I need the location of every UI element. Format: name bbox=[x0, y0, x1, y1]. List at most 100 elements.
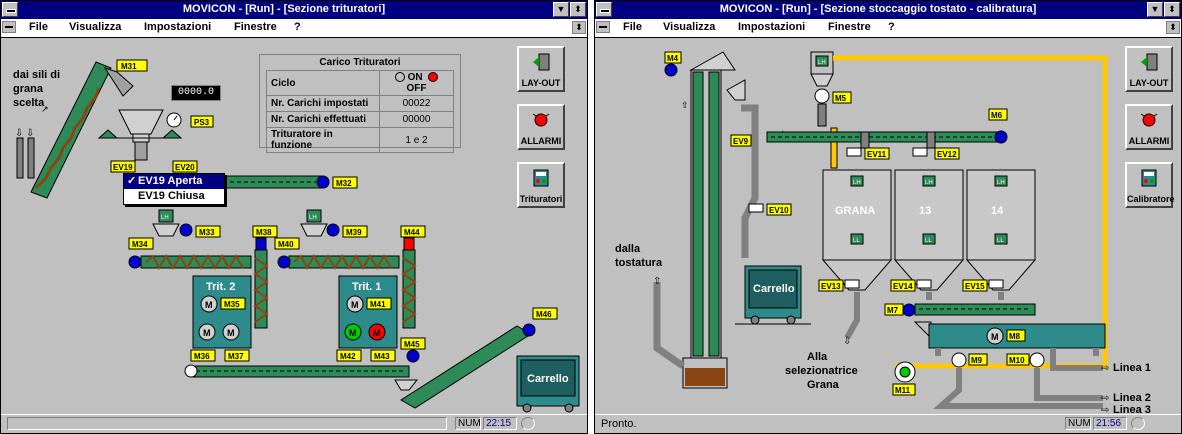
system-menu-button[interactable] bbox=[596, 2, 612, 17]
radio-on-icon[interactable] bbox=[394, 72, 405, 83]
calibratore-button-label: Calibratore bbox=[1127, 194, 1175, 204]
maximize-button[interactable]: ⬍ bbox=[570, 2, 586, 17]
cart-wheel-right bbox=[564, 403, 574, 413]
layout-button[interactable]: LAY-OUT bbox=[1125, 46, 1173, 92]
allarmi-button[interactable]: ALLARMI bbox=[1125, 104, 1173, 150]
status-message-cell bbox=[7, 417, 447, 430]
tag-ps3-label: PS3 bbox=[194, 118, 210, 127]
tag-m31-label: M31 bbox=[121, 62, 137, 71]
yellow-drop-pipe bbox=[830, 127, 838, 169]
motor-m6-icon bbox=[994, 130, 1008, 144]
motor-m4-icon bbox=[664, 63, 678, 77]
rotary-valve-m5-icon bbox=[814, 88, 830, 104]
output-pipe-linea2 bbox=[1034, 368, 1103, 401]
feed-pipe-b bbox=[27, 137, 35, 179]
menu-help[interactable]: ? bbox=[888, 21, 895, 33]
door-exit-icon bbox=[533, 53, 550, 71]
silo1-ll-label: LL bbox=[853, 238, 860, 244]
layout-button[interactable]: LAY-OUT bbox=[517, 46, 565, 92]
window-title: MOVICON - [Run] - [Sezione stoccaggio to… bbox=[719, 3, 1037, 15]
radio-off-icon[interactable] bbox=[428, 72, 439, 83]
minimize-button[interactable]: ▼ bbox=[1147, 2, 1163, 17]
panel-value-trituratore: 1 e 2 bbox=[378, 127, 455, 153]
machine-panel-icon bbox=[533, 169, 549, 187]
menu-finestre[interactable]: Finestre bbox=[234, 21, 277, 33]
small-arrow-icon: ↗ bbox=[41, 104, 49, 114]
calibrator-motor-icon bbox=[986, 327, 1004, 345]
inlet-arrow-icon: ⇧ bbox=[653, 276, 661, 287]
maximize-button[interactable]: ⬍ bbox=[1164, 2, 1180, 17]
document-restore-button[interactable]: ⬍ bbox=[1166, 21, 1180, 34]
silo2-ll-label: LL bbox=[925, 238, 932, 244]
down-arrow-icon: ⇩ bbox=[843, 336, 851, 347]
tag-m44 bbox=[400, 225, 426, 238]
cart-label: Carrello bbox=[527, 373, 569, 385]
system-menu-button[interactable] bbox=[2, 2, 18, 17]
allarmi-button[interactable]: ALLARMI bbox=[517, 104, 565, 150]
tag-ev13 bbox=[818, 279, 844, 292]
tag-m42 bbox=[336, 349, 362, 362]
from-label-line1: dalla bbox=[615, 243, 641, 255]
linea2-label: Linea 2 bbox=[1113, 392, 1151, 404]
document-system-menu-button[interactable] bbox=[2, 21, 16, 33]
trit1-label: Trit. 1 bbox=[352, 281, 381, 293]
tag-ps3 bbox=[190, 115, 214, 128]
trit1-motor-fault-icon bbox=[368, 323, 386, 341]
tag-ev19[interactable] bbox=[110, 160, 136, 173]
lcd-display-container: 0000.0 bbox=[171, 85, 221, 101]
tag-m42-label: M42 bbox=[340, 352, 356, 361]
menu-visualizza[interactable]: Visualizza bbox=[663, 21, 716, 33]
minimize-button[interactable]: ▼ bbox=[553, 2, 569, 17]
motor-m34-icon bbox=[128, 255, 142, 269]
silo2-lh-label: LH bbox=[925, 180, 933, 186]
menu-file[interactable]: File bbox=[29, 21, 48, 33]
silo-14 bbox=[965, 169, 1037, 291]
tag-m31 bbox=[116, 59, 148, 72]
document-system-menu-button[interactable] bbox=[596, 21, 610, 33]
tag-ev13-label: EV13 bbox=[821, 282, 841, 291]
trit2-motor-m35-letter: M bbox=[205, 300, 213, 310]
motor-m46-icon bbox=[522, 323, 536, 337]
tag-m38-label: M38 bbox=[256, 228, 272, 237]
trit2-feed-hopper bbox=[152, 223, 180, 237]
menu-file[interactable]: File bbox=[623, 21, 642, 33]
from-label-line2: tostatura bbox=[615, 257, 663, 269]
level-sensor-lh-1 bbox=[306, 209, 322, 223]
cart-body bbox=[520, 359, 576, 397]
menu-item-ev19-chiusa[interactable]: EV19 Chiusa bbox=[124, 189, 224, 204]
bucket-elevator-m4 bbox=[689, 51, 736, 359]
menu-item-ev19-aperta[interactable]: ✓ EV19 Aperta bbox=[124, 174, 224, 189]
inclined-screw-conveyor-m31 bbox=[30, 61, 134, 199]
chute-pipe-ev9 bbox=[741, 104, 759, 258]
document-restore-button[interactable]: ⬍ bbox=[572, 21, 586, 34]
tag-m45-label: M45 bbox=[404, 340, 420, 349]
ev19-popup-menu: ✓ EV19 Aperta EV19 Chiusa bbox=[123, 173, 225, 205]
tag-m41-label: M41 bbox=[370, 300, 386, 309]
stoccaggio-diagram: M4 ⇧ dalla tostatura ⇧ EV9 EV10 Carrello bbox=[615, 51, 1151, 415]
trituratori-button[interactable]: Trituratori bbox=[517, 162, 565, 208]
menu-impostazioni[interactable]: Impostazioni bbox=[144, 21, 212, 33]
tag-ev11 bbox=[864, 147, 890, 160]
valve-ev13-icon bbox=[844, 279, 860, 289]
tag-m6-label: M6 bbox=[991, 111, 1003, 120]
plant-diagram-area: M4 ⇧ dalla tostatura ⇧ EV9 EV10 Carrello bbox=[595, 38, 1181, 415]
menu-visualizza[interactable]: Visualizza bbox=[69, 21, 122, 33]
feed-label-line1: dai sili di bbox=[13, 69, 60, 81]
window-title: MOVICON - [Run] - [Sezione trituratori] bbox=[182, 3, 386, 15]
tag-ev10 bbox=[766, 203, 792, 216]
valve-ev15-icon bbox=[988, 279, 1004, 289]
screw-thread bbox=[145, 254, 244, 271]
tag-m35 bbox=[220, 297, 246, 310]
tag-m7-label: M7 bbox=[887, 306, 899, 315]
calibratore-button[interactable]: Calibratore bbox=[1125, 162, 1175, 208]
menu-impostazioni[interactable]: Impostazioni bbox=[738, 21, 806, 33]
trit1-motor-running-icon bbox=[344, 323, 362, 341]
status-bar: NUM 22:15 bbox=[1, 414, 587, 433]
panel-value-impostati[interactable]: 00022 bbox=[378, 95, 455, 112]
menu-help[interactable]: ? bbox=[294, 21, 301, 33]
menu-finestre[interactable]: Finestre bbox=[828, 21, 871, 33]
alarm-siren-icon bbox=[1140, 113, 1158, 127]
panel-row-trituratore: Trituratore in funzione 1 e 2 bbox=[266, 127, 455, 153]
output-pipe-linea3 bbox=[933, 368, 1103, 409]
motor-m38-icon bbox=[255, 237, 267, 251]
